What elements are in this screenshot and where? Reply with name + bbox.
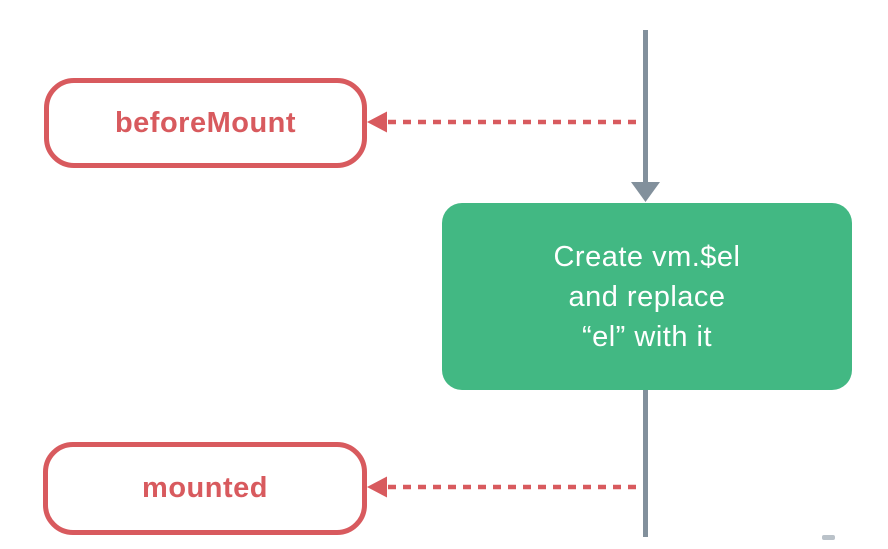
partial-line-stub xyxy=(822,535,835,540)
mounted-label: mounted xyxy=(142,472,268,504)
process-text-line2: and replace xyxy=(568,280,726,313)
mounted-left-arrowhead-icon xyxy=(367,476,387,498)
hook-node-mounted: mounted xyxy=(43,442,367,535)
beforemount-left-arrowhead-icon xyxy=(367,111,387,133)
process-text-line3: “el” with it xyxy=(581,320,713,353)
process-box-create-vmel: Create vm.$el and replace “el” with it xyxy=(442,203,852,390)
process-text-line1: Create vm.$el xyxy=(553,240,741,273)
hook-node-beforemount: beforeMount xyxy=(44,78,367,168)
down-arrowhead-icon xyxy=(631,182,660,202)
beforemount-label: beforeMount xyxy=(114,106,297,139)
